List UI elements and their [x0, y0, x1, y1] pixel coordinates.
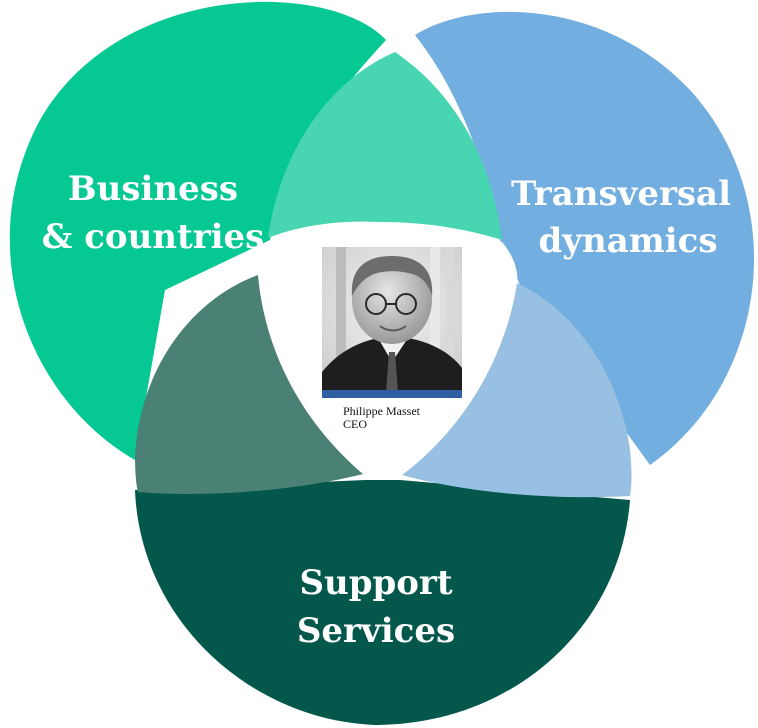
business-label-line1: Business: [68, 169, 238, 209]
support-label-line1: Support: [299, 563, 452, 603]
business-label-line2: & countries: [42, 217, 265, 257]
overlap-transversal-support: [402, 283, 632, 498]
transversal-label-line2: dynamics: [538, 221, 717, 261]
circle-support: [135, 480, 630, 725]
circle-business: [9, 1, 387, 460]
ceo-name: Philippe Masset: [343, 404, 421, 418]
circle-transversal: [415, 11, 755, 465]
overlap-business-transversal: [268, 52, 502, 240]
support-label-line2: Services: [297, 611, 455, 651]
overlap-business-support: [135, 275, 363, 494]
transversal-label-line1: Transversal: [511, 174, 731, 214]
ceo-role: CEO: [343, 417, 367, 431]
photo-band: [322, 390, 462, 398]
ceo-photo: [322, 247, 462, 397]
